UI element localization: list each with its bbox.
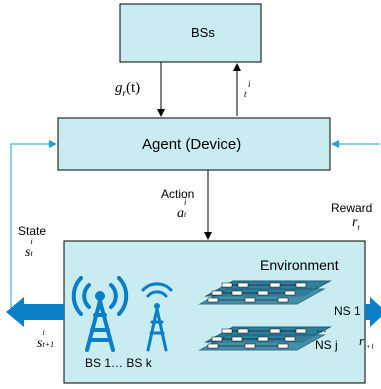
environment-label: Environment — [260, 257, 339, 273]
upload-sub: t — [244, 89, 247, 99]
state-feedback-arrow — [10, 140, 57, 312]
reward-var: r — [352, 215, 358, 230]
action-sub: t — [184, 210, 187, 219]
state-sub: t — [30, 249, 33, 258]
next-state-sub: t+1 — [42, 340, 55, 349]
bs-range-label: BS 1… BS k — [85, 356, 152, 370]
channel-gain-var: g — [115, 80, 123, 96]
channel-gain-label: gr(t) — [115, 80, 140, 98]
bss-box — [119, 3, 262, 63]
next-state-big-arrow — [6, 297, 64, 327]
reward-label: Reward — [331, 201, 373, 215]
channel-gain-arg: (t) — [126, 80, 141, 96]
environment-box — [63, 240, 366, 384]
action-label: Action — [161, 187, 195, 201]
next-reward-big-arrow — [365, 297, 381, 327]
network-slice-j-icon — [198, 326, 332, 351]
reward-sub: t — [357, 222, 360, 232]
next-reward-var: r — [359, 333, 365, 348]
action-sup: i — [184, 198, 187, 207]
channel-gain-sub: r — [122, 88, 127, 98]
network-slice-1-icon — [198, 280, 332, 305]
next-state-var: s — [37, 336, 43, 351]
next-reward-variable: rt+1 — [359, 333, 374, 351]
slice-ellipsis: … — [316, 323, 327, 335]
state-var: s — [25, 245, 31, 260]
state-sup: i — [30, 237, 33, 246]
agent-box — [57, 117, 331, 171]
next-reward-sub: t+1 — [364, 342, 375, 351]
bs-tower-large-icon — [71, 276, 129, 352]
bss-label: BSs — [191, 25, 215, 40]
reward-variable: rt — [352, 215, 360, 232]
ns1-label: NS 1 — [334, 304, 361, 318]
nsj-label: NS j — [315, 338, 338, 352]
agent-label: Agent (Device) — [142, 136, 242, 153]
action-var: a — [177, 206, 184, 221]
upload-sup: i — [248, 79, 251, 89]
next-state-sup: i — [42, 328, 45, 337]
state-label: State — [18, 224, 47, 238]
bs-tower-small-icon — [141, 282, 173, 352]
upload-label: i t — [244, 79, 251, 99]
